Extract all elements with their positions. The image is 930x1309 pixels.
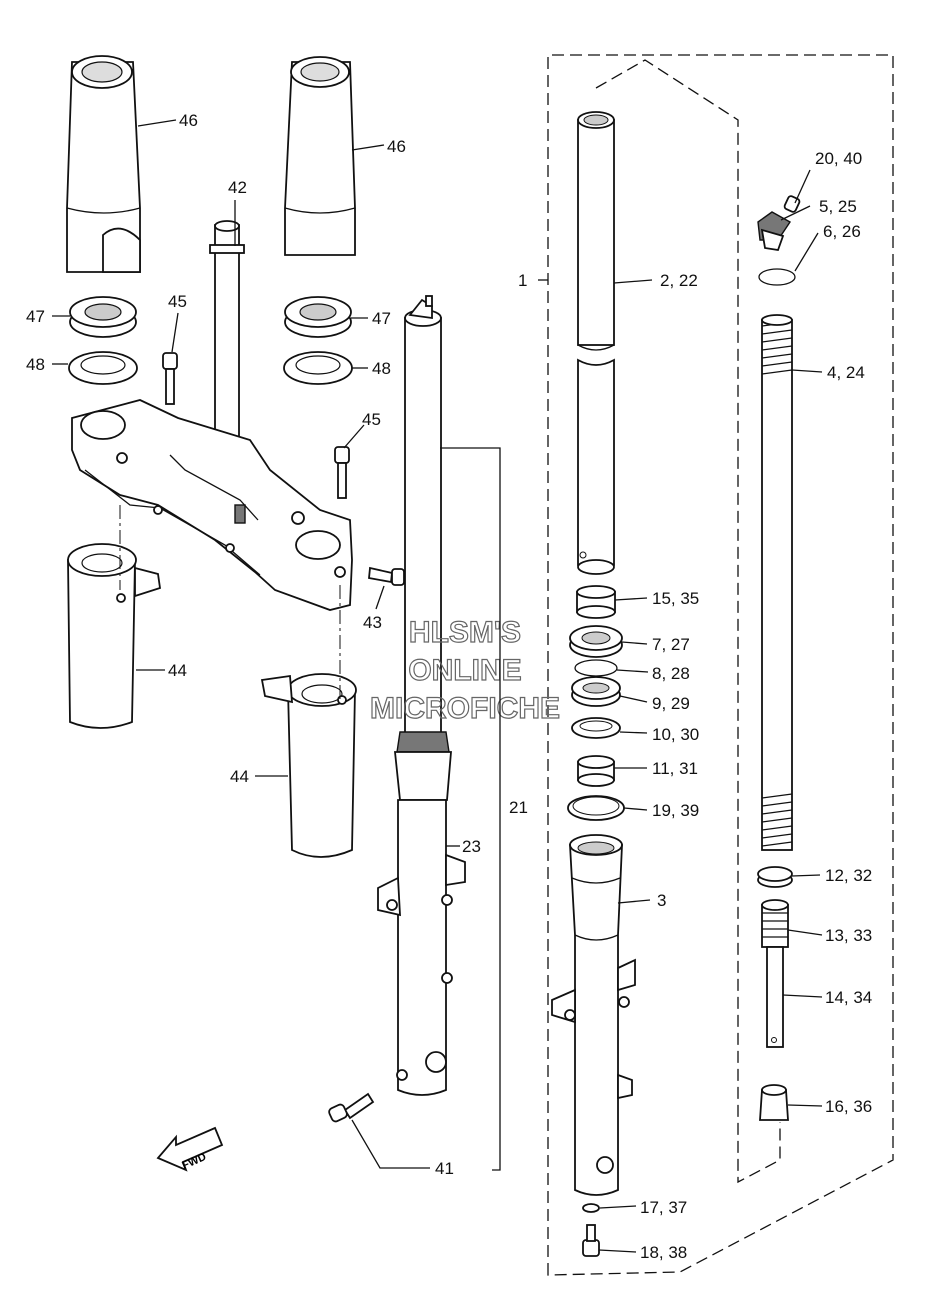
- callout-48-right: 48: [372, 359, 391, 378]
- clip-8: [574, 659, 618, 677]
- under-bracket: [71, 399, 353, 611]
- callout-46-left: 46: [179, 111, 198, 130]
- slide-bushing-11: [577, 755, 615, 787]
- callout-2-22: 2, 22: [660, 271, 698, 290]
- callout-43: 43: [363, 613, 382, 632]
- callout-13-33: 13, 33: [825, 926, 872, 945]
- callout-47-right: 47: [372, 309, 391, 328]
- callout-44-upper: 44: [168, 661, 187, 680]
- callout-44-lower: 44: [230, 767, 249, 786]
- callout-6-26: 6, 26: [823, 222, 861, 241]
- callout-11-31: 11, 31: [652, 759, 698, 778]
- callout-41: 41: [435, 1159, 454, 1178]
- spacer-12: [757, 866, 793, 888]
- callout-labels: 46 46 42 47 47 48 48 45 45 43 44 44 21 2…: [26, 111, 872, 1262]
- callout-8-28: 8, 28: [652, 664, 690, 683]
- assembly-inner-boundary: [595, 59, 781, 1184]
- watermark-line-1: HLSM'S: [409, 616, 521, 649]
- washer-10: [571, 717, 621, 739]
- bolt-41: [328, 1092, 375, 1123]
- callout-48-left: 48: [26, 355, 45, 374]
- drain-bolt-18: [582, 1224, 600, 1257]
- fork-cover-lower-left: [67, 543, 161, 729]
- fork-spring-4: [761, 314, 793, 851]
- bolt-43: [368, 566, 405, 586]
- outer-tube: [551, 834, 636, 1196]
- callout-9-29: 9, 29: [652, 694, 690, 713]
- callout-16-36: 16, 36: [825, 1097, 872, 1116]
- callout-4-24: 4, 24: [827, 363, 865, 382]
- inner-tube: [577, 111, 615, 575]
- watermark: HLSM'S ONLINE MICROFICHE: [369, 615, 560, 725]
- callout-12-32: 12, 32: [825, 866, 872, 885]
- callout-19-39: 19, 39: [652, 801, 699, 820]
- damper-rod-14: [761, 899, 789, 1048]
- washer-left: [68, 351, 138, 385]
- oil-lock-piece-16: [759, 1084, 789, 1121]
- washer-right: [283, 351, 353, 385]
- bearing-right: [284, 296, 352, 338]
- bearing-left: [69, 296, 137, 338]
- copper-washer-17: [582, 1203, 600, 1213]
- callout-10-30: 10, 30: [652, 725, 699, 744]
- callout-45-left: 45: [168, 292, 187, 311]
- watermark-line-3: MICROFICHE: [370, 692, 560, 725]
- callout-18-38: 18, 38: [640, 1243, 687, 1262]
- fwd-arrow-icon: [156, 1126, 224, 1172]
- oil-seal-9: [571, 676, 621, 707]
- callout-5-25: 5, 25: [819, 197, 857, 216]
- callout-17-37: 17, 37: [640, 1198, 687, 1217]
- fork-cover-lower-right: [260, 673, 357, 858]
- o-ring-19: [567, 795, 625, 821]
- o-ring-6: [758, 268, 796, 286]
- callout-46-right: 46: [387, 137, 406, 156]
- callout-3: 3: [657, 891, 666, 910]
- callout-21: 21: [509, 798, 528, 817]
- callout-1: 1: [518, 271, 527, 290]
- callout-14-34: 14, 34: [825, 988, 872, 1007]
- callout-47-left: 47: [26, 307, 45, 326]
- callout-20-40: 20, 40: [815, 149, 862, 168]
- bolt-45-right: [334, 446, 350, 499]
- callout-7-27: 7, 27: [652, 635, 690, 654]
- fork-cover-upper-left: [66, 55, 141, 273]
- bolt-45-left: [162, 352, 178, 405]
- callout-15-35: 15, 35: [652, 589, 699, 608]
- slide-bushing-15: [576, 585, 616, 619]
- leader-lines: [52, 119, 823, 1253]
- callout-23: 23: [462, 837, 481, 856]
- watermark-line-2: ONLINE: [408, 654, 521, 687]
- assembly-boundary-1: [547, 54, 894, 1276]
- callout-42: 42: [228, 178, 247, 197]
- fork-cover-upper-right: [284, 56, 356, 256]
- fork-assembly-complete: [377, 295, 466, 1096]
- dust-seal-7: [569, 625, 623, 658]
- callout-45-right: 45: [362, 410, 381, 429]
